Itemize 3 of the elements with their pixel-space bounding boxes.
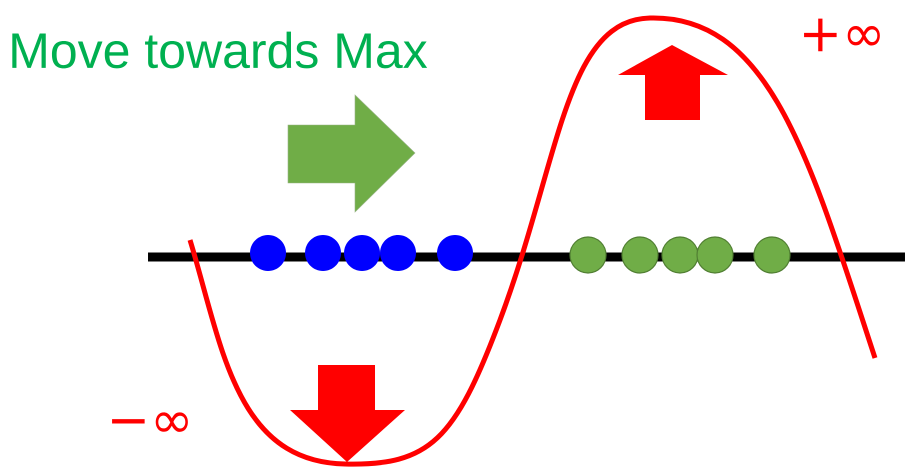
title-text: Move towards Max — [12, 32, 428, 68]
infinity-label: −∞ — [112, 412, 188, 432]
infinity-label: +∞ — [804, 18, 880, 52]
